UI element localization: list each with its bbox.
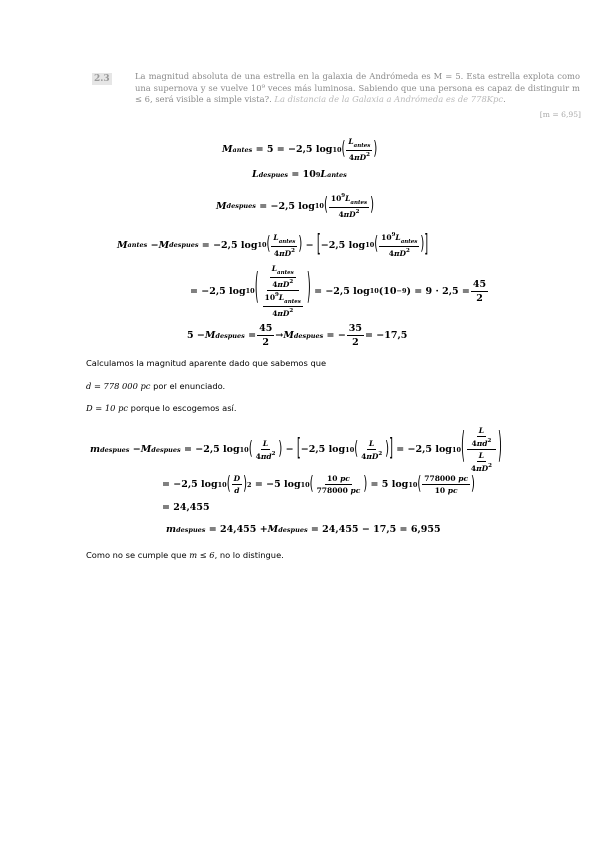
text-calculamos: Calculamos la magnitud aparente dado que… xyxy=(86,358,327,368)
problem-answer: [m = 6,95] xyxy=(539,110,581,119)
problem-number: 2.3 xyxy=(92,73,112,85)
text-escogemos: porque lo escogemos así. xyxy=(128,403,237,413)
text-distance-D: D = 10 pc porque lo escogemos así. xyxy=(86,403,236,413)
problem-hint: La distancia de la Galaxia a Andrómeda e… xyxy=(274,94,504,104)
equation-result: = 24,455 xyxy=(162,502,210,513)
var-D: D = 10 pc xyxy=(86,403,129,413)
text-distance-d: d = 778 000 pc por el enunciado. xyxy=(86,381,225,391)
problem-statement: La magnitud absoluta de una estrella en … xyxy=(135,71,580,104)
conclusion-condition: m ≤ 6 xyxy=(189,550,215,560)
conclusion-part-a: Como no se cumple que xyxy=(86,550,190,560)
text-conclusion: Como no se cumple que m ≤ 6, no lo disti… xyxy=(86,550,284,560)
var-d: d = 778 000 pc xyxy=(86,381,151,391)
problem-text: La magnitud absoluta de una estrella en … xyxy=(135,71,580,104)
conclusion-part-b: , no lo distingue. xyxy=(214,550,284,560)
text-por-enunciado: por el enunciado. xyxy=(150,381,226,391)
